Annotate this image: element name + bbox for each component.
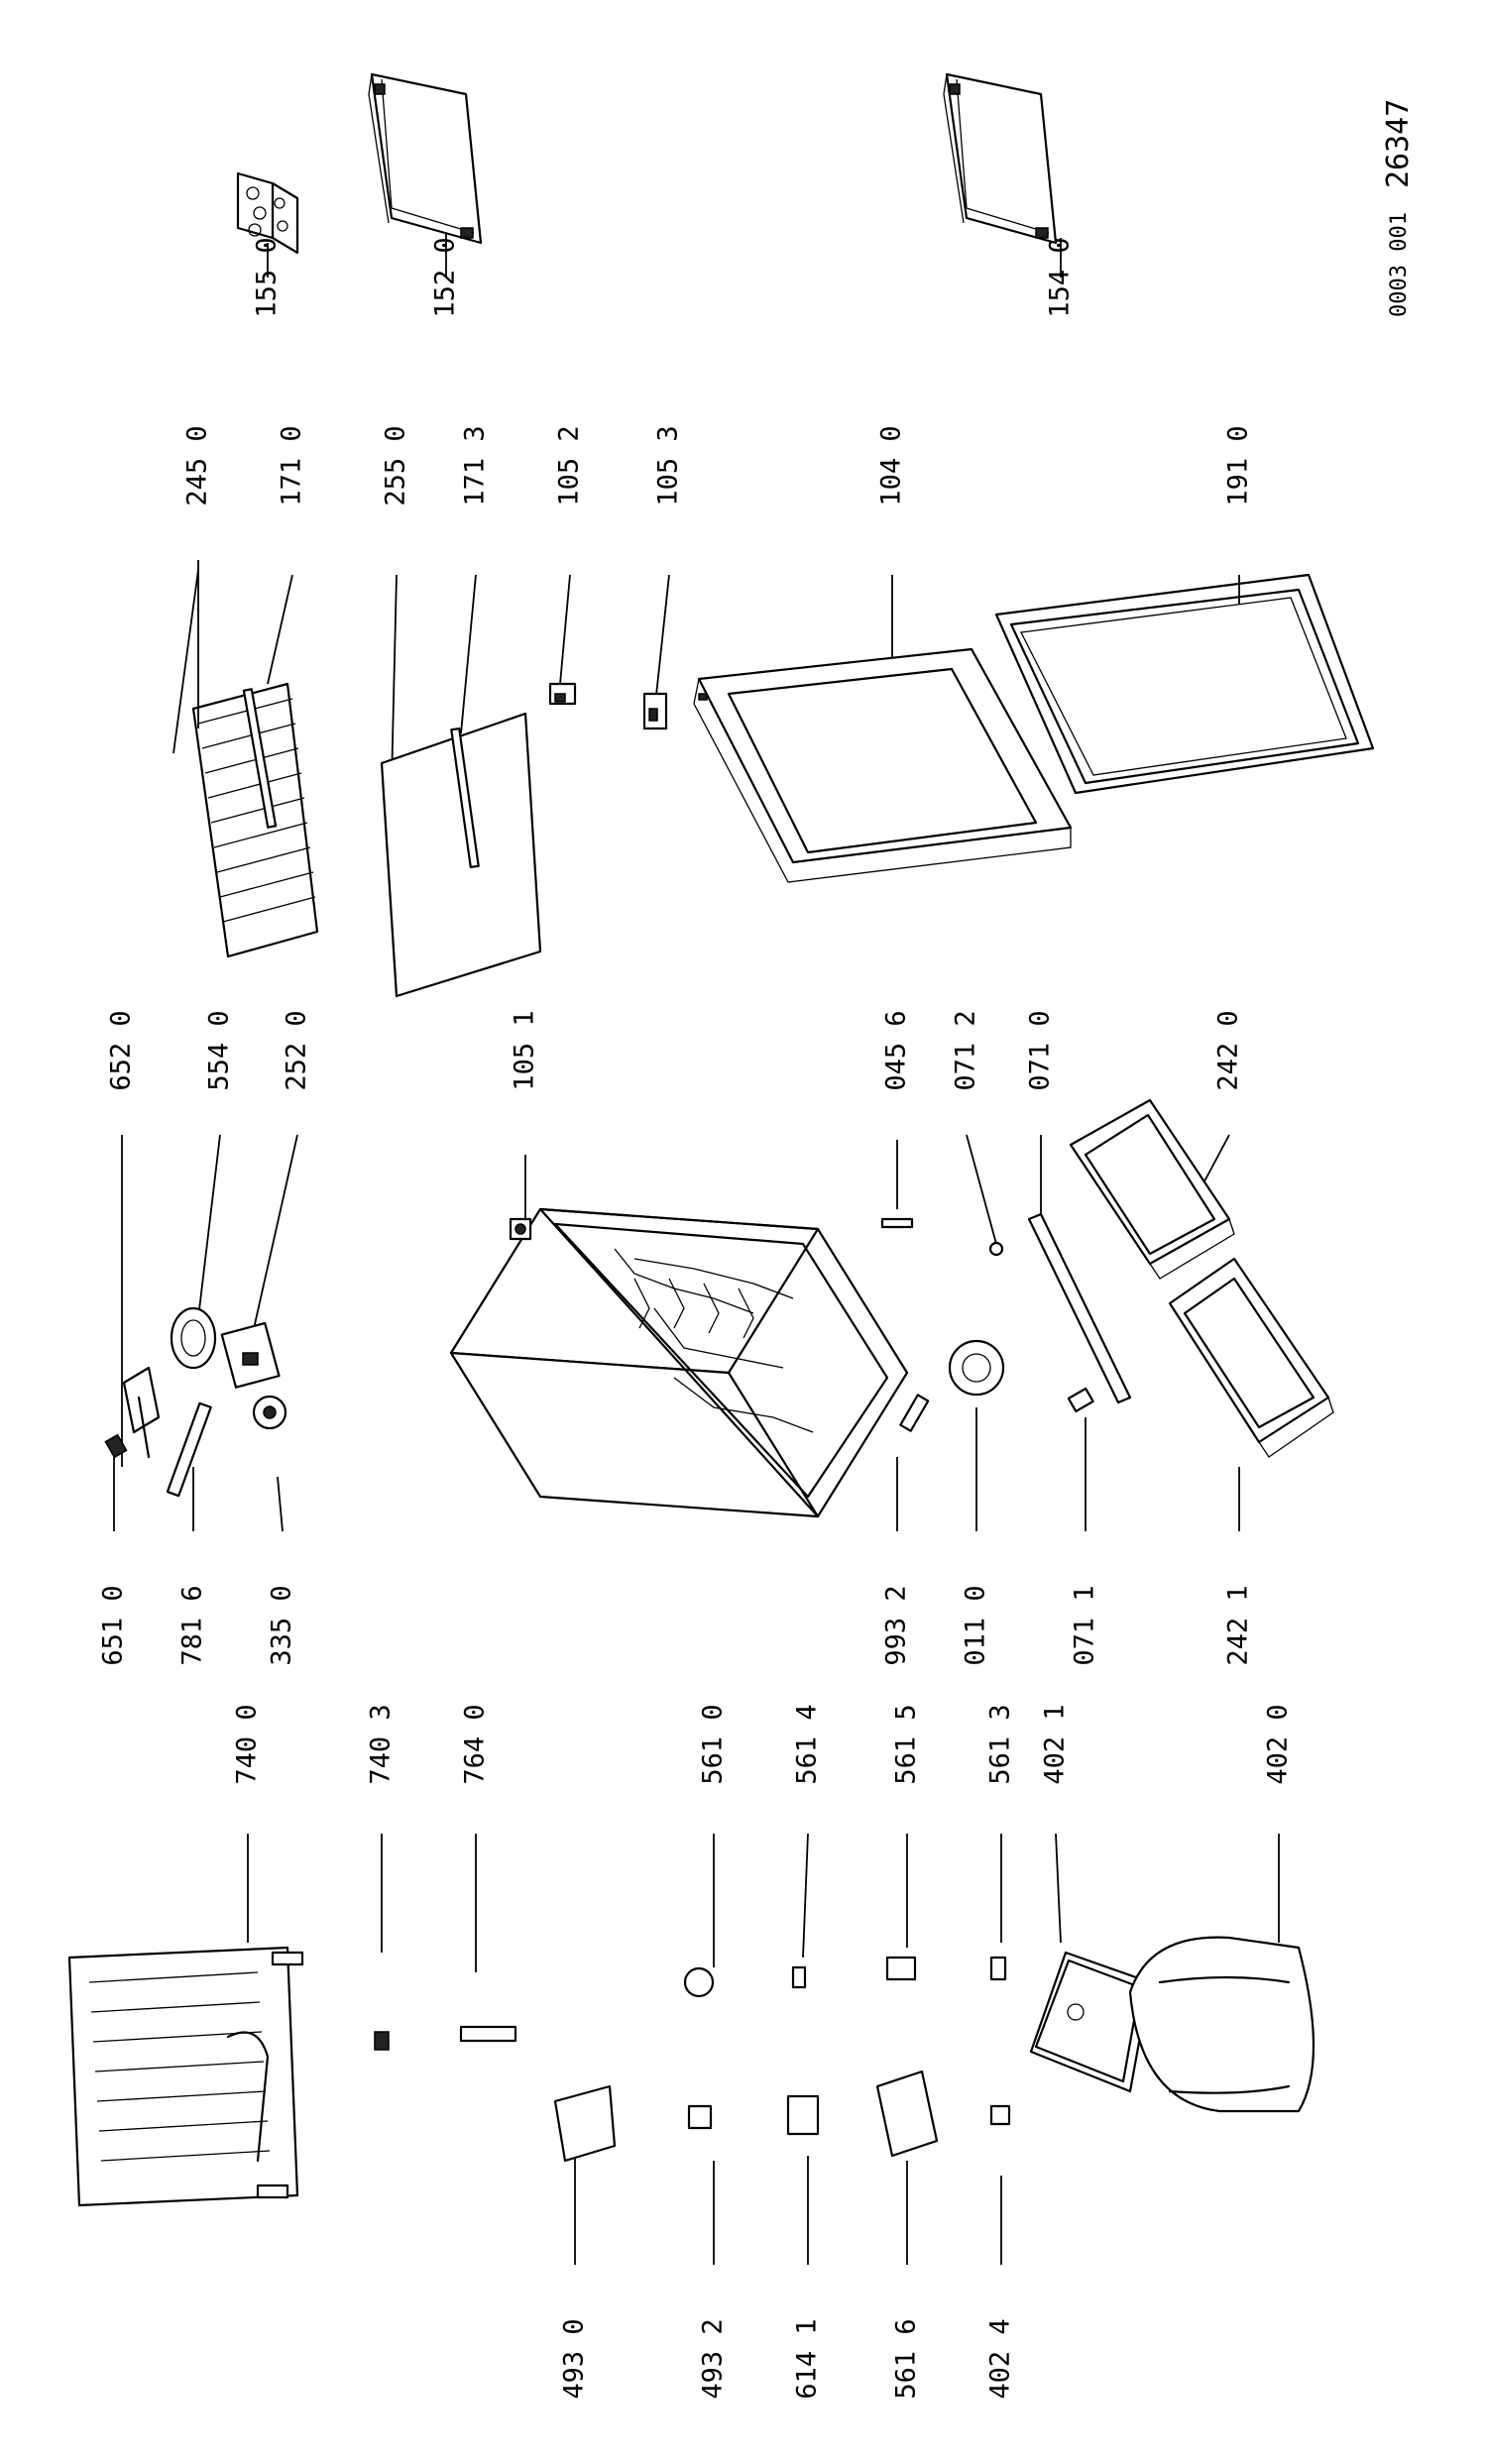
light-cap-drawing — [1067, 1387, 1094, 1413]
drain-plug-drawing — [374, 2031, 390, 2051]
pin-drawing — [988, 1241, 1004, 1257]
shelf-trim-lower-drawing — [450, 728, 480, 868]
lamp-switch-drawing — [899, 1394, 930, 1432]
part-label-p652: 652 0 — [106, 1010, 137, 1090]
part-label-p1713: 171 3 — [460, 425, 491, 505]
part-label-p1053: 105 3 — [653, 425, 684, 505]
part-label-p4020: 402 0 — [1263, 1704, 1294, 1784]
part-label-p1051: 105 1 — [510, 1010, 540, 1090]
clip-drawing — [687, 2104, 713, 2130]
filter-drier-drawing — [459, 2025, 517, 2043]
part-label-p154: 154 0 — [1045, 237, 1076, 317]
part-label-p5616: 561 6 — [891, 2318, 922, 2399]
evaporator-drawing — [67, 1946, 304, 2207]
door-gasket-drawing — [994, 573, 1375, 795]
part-label-p4930: 493 0 — [559, 2318, 590, 2399]
part-label-p011: 011 0 — [961, 1585, 991, 1665]
part-label-p245: 245 0 — [182, 425, 213, 505]
part-label-p764: 764 0 — [460, 1704, 491, 1784]
part-label-p2421: 242 1 — [1223, 1585, 1254, 1665]
wire-shelf-drawing — [191, 682, 319, 958]
screw-drawing — [880, 1217, 914, 1229]
grommet-drawing — [989, 2104, 1011, 2126]
part-label-p5614: 561 4 — [792, 1704, 823, 1784]
reference-code: 0003 001 — [1387, 212, 1412, 317]
part-label-p0456: 045 6 — [881, 1010, 912, 1090]
door-shelf-bottom-drawing — [943, 72, 1058, 245]
part-label-p0711: 071 1 — [1070, 1585, 1100, 1665]
knob-disc-drawing — [948, 1339, 1005, 1397]
part-label-p1710: 171 0 — [277, 425, 307, 505]
part-label-p2420: 242 0 — [1213, 1010, 1244, 1090]
door-shelf-top-drawing — [368, 72, 483, 245]
part-label-p252: 252 0 — [282, 1010, 312, 1090]
part-label-p4932: 493 2 — [698, 2318, 729, 2399]
part-label-p5615: 561 5 — [891, 1704, 922, 1784]
part-label-p554: 554 0 — [204, 1010, 235, 1090]
door-frame-drawing — [693, 647, 1073, 883]
part-label-p7816: 781 6 — [177, 1585, 208, 1665]
bracket-drawing — [885, 1956, 917, 1981]
thermostat-body-drawing — [786, 2094, 820, 2136]
part-label-p335: 335 0 — [267, 1585, 297, 1665]
compressor-drawing — [1128, 1936, 1315, 2113]
part-label-p191: 191 0 — [1223, 425, 1254, 505]
egg-tray-drawing — [236, 171, 299, 255]
cabinet-drawing — [449, 1207, 909, 1518]
part-label-p152: 152 0 — [430, 237, 461, 317]
compressor-plate-drawing — [1029, 1951, 1152, 2093]
part-label-p1052: 105 2 — [554, 425, 585, 505]
part-label-p5613: 561 3 — [985, 1704, 1016, 1784]
crisper-large-drawing — [1168, 1257, 1334, 1458]
part-label-p5610: 561 0 — [698, 1704, 729, 1784]
shelf-trim-upper-drawing — [242, 688, 278, 829]
part-label-p9932: 993 2 — [881, 1585, 912, 1665]
part-label-p255: 255 0 — [381, 425, 411, 505]
cover-drawing — [553, 2084, 617, 2163]
glass-shelf-drawing — [380, 712, 542, 998]
part-label-p155: 155 0 — [252, 237, 283, 317]
overload-drawing — [989, 1956, 1007, 1981]
terminal-drawing — [791, 1965, 807, 1989]
parts-drawings — [67, 72, 1375, 2207]
part-label-p651: 651 0 — [98, 1585, 129, 1665]
part-label-p0710: 071 0 — [1025, 1010, 1056, 1090]
starter-drawing — [875, 2070, 939, 2158]
part-label-p7400: 740 0 — [232, 1704, 263, 1784]
part-labels: 155 0 152 0 154 0 245 0 171 0 255 0 171 3 105 2… — [98, 237, 1294, 2399]
relay-drawing — [683, 1966, 715, 1998]
thermostat-cluster-drawing — [104, 1306, 287, 1498]
part-label-p0712: 071 2 — [951, 1010, 981, 1090]
part-label-p4021: 402 1 — [1040, 1704, 1071, 1784]
part-label-p4024: 402 4 — [985, 2318, 1016, 2399]
part-label-p104: 104 0 — [876, 425, 907, 505]
part-label-p6141: 614 1 — [792, 2318, 823, 2399]
reference-number: 26347 — [1381, 99, 1416, 188]
crisper-small-drawing — [1069, 1098, 1235, 1280]
light-bar-drawing — [1027, 1212, 1132, 1404]
part-label-p7403: 740 3 — [366, 1704, 397, 1784]
